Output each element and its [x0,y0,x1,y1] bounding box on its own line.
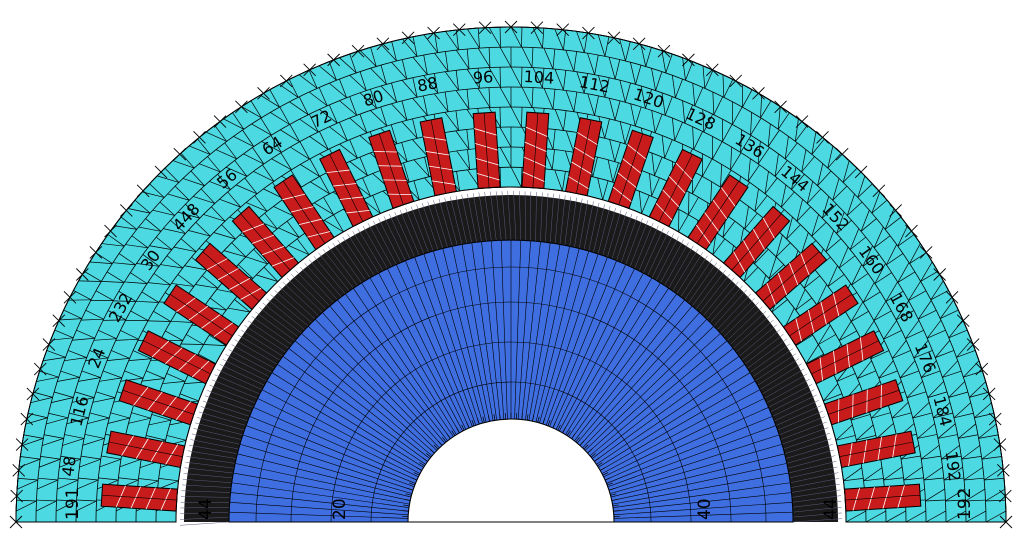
base-node-label: 191 [63,488,83,520]
base-node-label: 192 [955,488,975,520]
outer-node-label: 104 [523,67,555,88]
base-node-label: 20 [330,498,350,520]
base-node-label: 40 [695,498,715,520]
outer-node-label: 48 [58,455,79,478]
base-node-label: 44 [196,498,216,520]
outer-node-label: 96 [472,67,494,87]
stator-slot [473,112,500,188]
airgap-mesh-edge [180,522,229,525]
stator-slot [522,112,549,188]
outer-node-label: 88 [416,73,440,95]
stator-slot [845,484,921,511]
stator-slot [101,484,177,511]
base-node-label: 44 [821,498,841,520]
outer-node-label: 192 [942,450,965,483]
